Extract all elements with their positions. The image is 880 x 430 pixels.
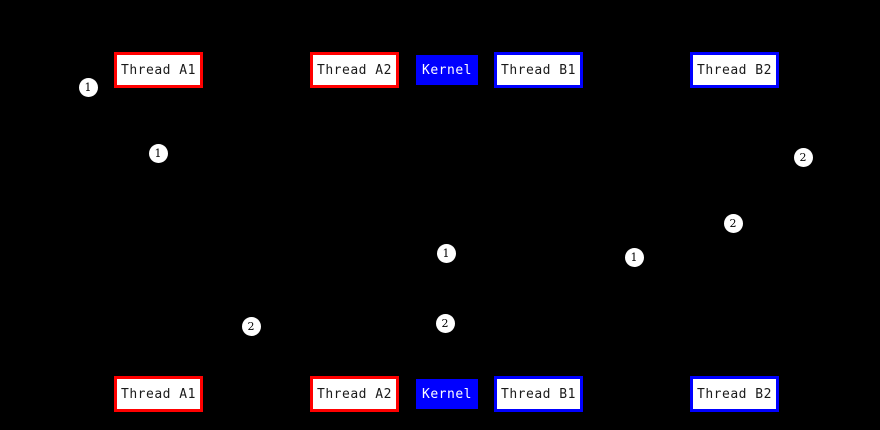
marker-a1-out[interactable]: 2 (241, 316, 261, 336)
participant-label: Thread B2 (697, 386, 772, 402)
step-marker-label: 2 (729, 216, 737, 230)
participant-label: Kernel (422, 386, 472, 402)
participant-box-thread-a2-bottom[interactable]: Thread A2 (310, 376, 399, 412)
marker-b2-right-top[interactable]: 2 (793, 147, 813, 167)
step-marker-label: 1 (154, 146, 162, 160)
step-marker-label: 1 (442, 246, 450, 260)
participant-box-thread-a2-top[interactable]: Thread A2 (310, 52, 399, 88)
lifeline-kernel (447, 85, 448, 379)
marker-a1-self-top[interactable]: 1 (78, 77, 98, 97)
msg-2-b2-kernel (444, 222, 733, 323)
step-marker-label: 2 (441, 316, 449, 330)
marker-kernel-out[interactable]: 2 (435, 313, 455, 333)
participant-box-kernel-bottom[interactable]: Kernel (416, 379, 478, 409)
participant-box-thread-b1-top[interactable]: Thread B1 (494, 52, 583, 88)
participant-label: Thread A2 (317, 62, 392, 78)
participant-label: Thread B1 (501, 386, 576, 402)
participant-box-thread-a1-top[interactable]: Thread A1 (114, 52, 203, 88)
participant-label: Thread B2 (697, 62, 772, 78)
participant-label: Thread A2 (317, 386, 392, 402)
marker-kernel-in[interactable]: 1 (436, 243, 456, 263)
participant-label: Thread A1 (121, 62, 196, 78)
participant-box-thread-b2-top[interactable]: Thread B2 (690, 52, 779, 88)
msg-1-kernel-b1 (445, 253, 634, 258)
lifeline-thread-b1 (538, 88, 539, 376)
msg-1-a1-self (87, 87, 158, 154)
msg-2-b2-self (732, 156, 803, 223)
participant-box-thread-b1-bottom[interactable]: Thread B1 (494, 376, 583, 412)
msg-2-kernel-a1 (250, 322, 445, 326)
participant-box-thread-b2-bottom[interactable]: Thread B2 (690, 376, 779, 412)
step-marker-label: 1 (84, 80, 92, 94)
marker-b1-in[interactable]: 1 (624, 247, 644, 267)
marker-a1-mid[interactable]: 1 (148, 143, 168, 163)
msg-1-a1-kernel (157, 153, 446, 254)
step-marker-label: 1 (630, 250, 638, 264)
participant-box-thread-a1-bottom[interactable]: Thread A1 (114, 376, 203, 412)
lifeline-thread-a1 (158, 88, 159, 376)
participant-label: Kernel (422, 62, 472, 78)
participant-label: Thread B1 (501, 62, 576, 78)
marker-b2-mid[interactable]: 2 (723, 213, 743, 233)
step-marker-label: 2 (247, 319, 255, 333)
step-marker-label: 2 (799, 150, 807, 164)
participant-label: Thread A1 (121, 386, 196, 402)
participant-box-kernel-top[interactable]: Kernel (416, 55, 478, 85)
lifeline-thread-a2 (354, 88, 355, 376)
